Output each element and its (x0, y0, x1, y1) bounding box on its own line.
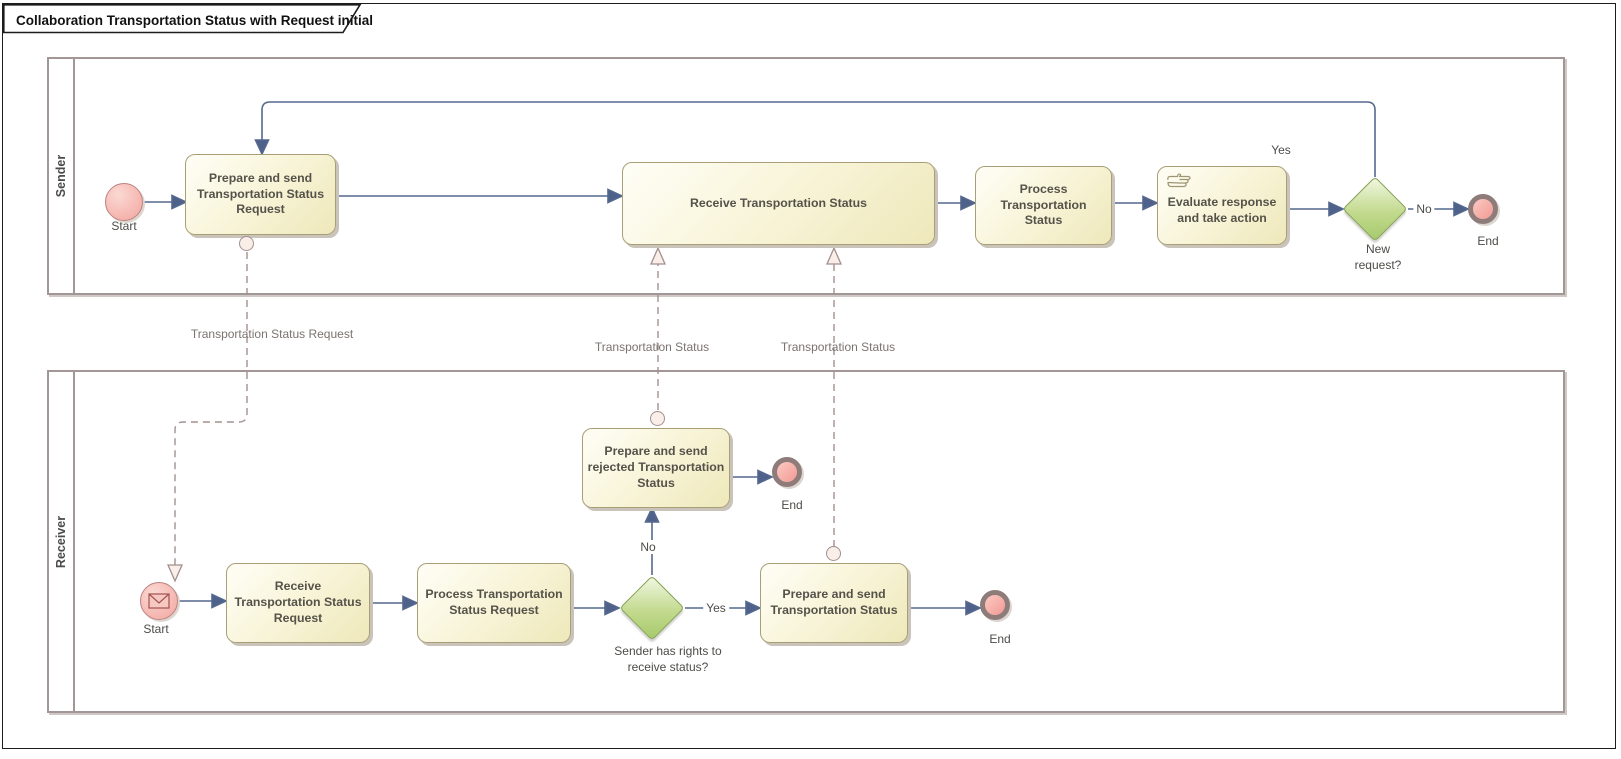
pool-sender-header[interactable]: Sender (49, 59, 75, 293)
message-source-dot-rejected[interactable] (650, 411, 665, 426)
receiver-yes-label: Yes (703, 601, 729, 615)
receiver-end-label: End (989, 632, 1011, 646)
task-receive-transportation-status[interactable]: Receive Transportation Status (622, 162, 935, 245)
message-source-dot-status[interactable] (826, 546, 841, 561)
receiver-end-rejected-event[interactable] (772, 457, 802, 487)
task-prepare-send-request[interactable]: Prepare and send Transportation Status R… (185, 154, 336, 235)
task-evaluate-label: Evaluate response and take action (1167, 194, 1277, 225)
pool-sender[interactable]: Sender (47, 57, 1565, 295)
envelope-icon (148, 593, 170, 609)
receiver-end-event[interactable] (980, 590, 1010, 620)
message-label-status-request: Transportation Status Request (190, 327, 354, 341)
sender-yes-label: Yes (1271, 143, 1291, 157)
task-process-transportation-status[interactable]: Process Transportation Status (975, 166, 1112, 245)
receiver-start-event[interactable] (140, 582, 178, 620)
message-label-status-rejected: Transportation Status (594, 340, 710, 354)
task-process-status-request[interactable]: Process Transportation Status Request (417, 563, 571, 643)
sender-start-event[interactable] (105, 183, 143, 221)
sender-end-label: End (1477, 234, 1499, 248)
message-source-dot-request[interactable] (239, 236, 254, 251)
sender-no-label: No (1413, 202, 1435, 216)
diagram-title-tab[interactable]: Collaboration Transportation Status with… (3, 4, 373, 34)
receiver-start-label: Start (143, 622, 169, 636)
pool-receiver-header[interactable]: Receiver (49, 372, 75, 711)
task-receive-status-request[interactable]: Receive Transportation Status Request (226, 563, 370, 643)
task-prepare-rejected-status[interactable]: Prepare and send rejected Transportation… (582, 428, 730, 508)
pool-receiver[interactable]: Receiver (47, 370, 1565, 713)
pool-receiver-label: Receiver (54, 515, 68, 568)
tab-shape-icon (3, 4, 362, 34)
task-evaluate-response[interactable]: Evaluate response and take action (1157, 166, 1287, 245)
task-prepare-send-status[interactable]: Prepare and send Transportation Status (760, 563, 908, 643)
message-label-status: Transportation Status (780, 340, 896, 354)
receiver-end-rejected-label: End (781, 498, 803, 512)
diagram-frame (2, 3, 1616, 749)
receiver-gateway-label: Sender has rights to receive status? (614, 644, 722, 675)
manual-task-hand-icon (1167, 173, 1191, 188)
sender-start-label: Start (111, 219, 137, 233)
diagram-title: Collaboration Transportation Status with… (16, 13, 374, 28)
pool-sender-label: Sender (54, 154, 68, 198)
receiver-no-label: No (637, 540, 659, 554)
sender-gateway-label: New request? (1354, 242, 1402, 273)
sender-end-event[interactable] (1468, 194, 1498, 224)
